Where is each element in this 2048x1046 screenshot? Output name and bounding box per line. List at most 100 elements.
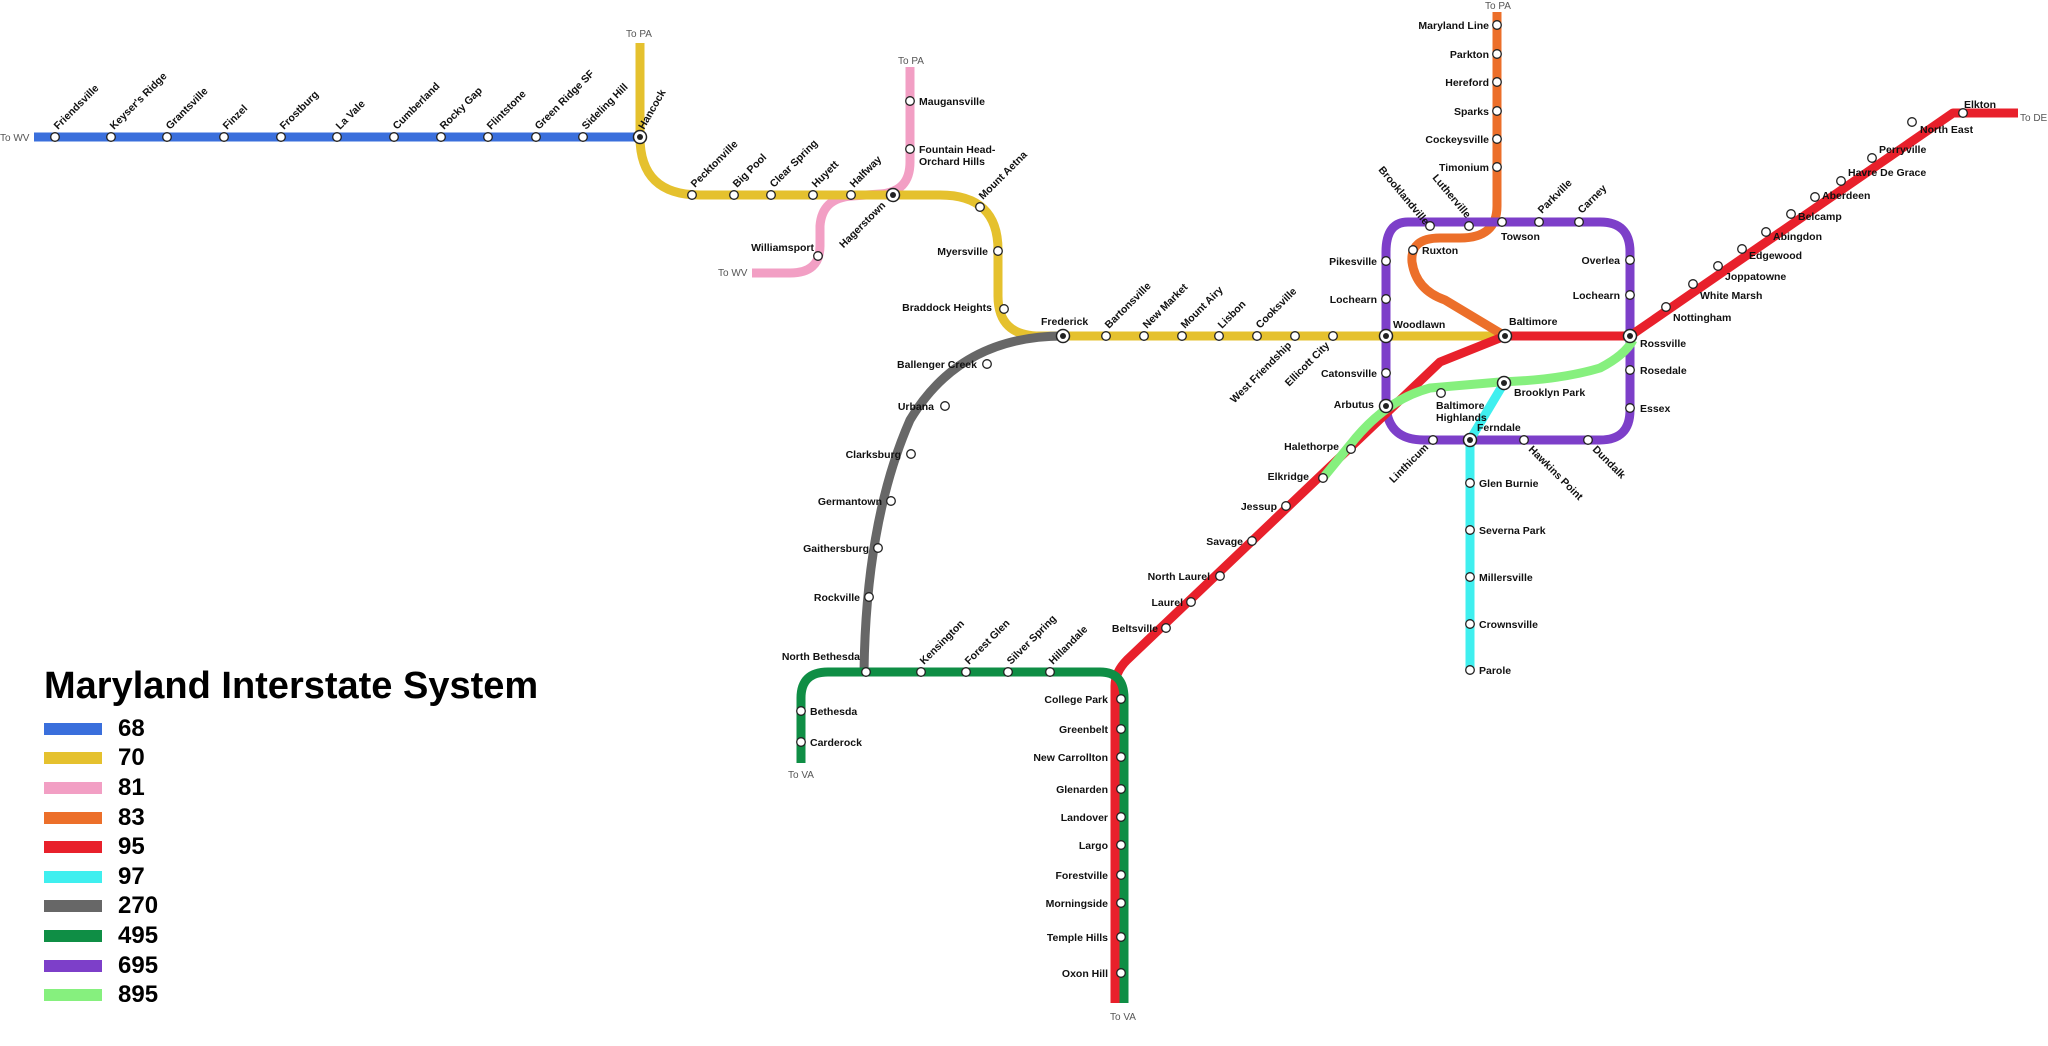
- station-marker[interactable]: [796, 737, 806, 747]
- station-marker[interactable]: [1465, 619, 1475, 629]
- station-marker[interactable]: [1464, 221, 1474, 231]
- station-marker[interactable]: [531, 132, 541, 142]
- station-marker[interactable]: [1177, 331, 1187, 341]
- station-marker[interactable]: [1436, 388, 1446, 398]
- station-marker[interactable]: [1215, 571, 1225, 581]
- station-marker[interactable]: [861, 667, 871, 677]
- station-marker[interactable]: [1318, 473, 1328, 483]
- station-marker[interactable]: [1101, 331, 1111, 341]
- station-marker[interactable]: [276, 132, 286, 142]
- interchange-arbutus[interactable]: [1378, 398, 1394, 414]
- station-marker[interactable]: [1492, 162, 1502, 172]
- station-marker[interactable]: [687, 190, 697, 200]
- station-marker[interactable]: [999, 304, 1009, 314]
- station-marker[interactable]: [1574, 217, 1584, 227]
- station-marker[interactable]: [1625, 403, 1635, 413]
- station-marker[interactable]: [578, 132, 588, 142]
- station-marker[interactable]: [1465, 525, 1475, 535]
- station-marker[interactable]: [1737, 244, 1747, 254]
- station-marker[interactable]: [50, 132, 60, 142]
- interchange-woodlawn[interactable]: [1378, 328, 1394, 344]
- interchange-baltimore[interactable]: [1497, 328, 1513, 344]
- station-marker[interactable]: [864, 592, 874, 602]
- station-marker[interactable]: [1492, 134, 1502, 144]
- station-marker[interactable]: [1328, 331, 1338, 341]
- station-marker[interactable]: [1465, 665, 1475, 675]
- station-marker[interactable]: [332, 132, 342, 142]
- station-marker[interactable]: [1116, 694, 1126, 704]
- station-marker[interactable]: [766, 190, 776, 200]
- station-marker[interactable]: [1688, 279, 1698, 289]
- station-marker[interactable]: [1381, 294, 1391, 304]
- station-marker[interactable]: [905, 96, 915, 106]
- station-marker[interactable]: [1116, 932, 1126, 942]
- station-marker[interactable]: [1116, 752, 1126, 762]
- station-marker[interactable]: [1381, 368, 1391, 378]
- station-marker[interactable]: [940, 401, 950, 411]
- station-marker[interactable]: [1116, 784, 1126, 794]
- station-marker[interactable]: [961, 667, 971, 677]
- station-marker[interactable]: [1492, 106, 1502, 116]
- station-marker[interactable]: [886, 496, 896, 506]
- station-marker[interactable]: [1408, 245, 1418, 255]
- station-marker[interactable]: [1116, 898, 1126, 908]
- station-marker[interactable]: [905, 144, 915, 154]
- station-marker[interactable]: [1761, 227, 1771, 237]
- station-marker[interactable]: [1003, 667, 1013, 677]
- interchange-frederick[interactable]: [1055, 328, 1071, 344]
- station-marker[interactable]: [162, 132, 172, 142]
- station-marker[interactable]: [1381, 256, 1391, 266]
- interchange-rossville[interactable]: [1622, 328, 1638, 344]
- station-marker[interactable]: [1116, 870, 1126, 880]
- station-marker[interactable]: [1836, 176, 1846, 186]
- interchange-hancock[interactable]: [632, 129, 648, 145]
- station-marker[interactable]: [1465, 572, 1475, 582]
- station-marker[interactable]: [1713, 261, 1723, 271]
- station-marker[interactable]: [846, 190, 856, 200]
- station-marker[interactable]: [1661, 302, 1671, 312]
- station-marker[interactable]: [1625, 255, 1635, 265]
- station-marker[interactable]: [1346, 444, 1356, 454]
- station-marker[interactable]: [1045, 667, 1055, 677]
- station-marker[interactable]: [1786, 209, 1796, 219]
- interchange-brooklyn-park[interactable]: [1496, 375, 1512, 391]
- station-marker[interactable]: [1867, 153, 1877, 163]
- station-marker[interactable]: [1907, 117, 1917, 127]
- interchange-hagerstown[interactable]: [885, 187, 901, 203]
- station-marker[interactable]: [993, 246, 1003, 256]
- station-marker[interactable]: [1116, 840, 1126, 850]
- station-marker[interactable]: [1116, 968, 1126, 978]
- station-marker[interactable]: [1492, 49, 1502, 59]
- station-marker[interactable]: [1465, 478, 1475, 488]
- station-marker[interactable]: [1534, 217, 1544, 227]
- station-marker[interactable]: [1186, 597, 1196, 607]
- station-marker[interactable]: [796, 706, 806, 716]
- station-marker[interactable]: [1583, 435, 1593, 445]
- station-marker[interactable]: [1247, 536, 1257, 546]
- station-marker[interactable]: [483, 132, 493, 142]
- station-marker[interactable]: [975, 202, 985, 212]
- station-marker[interactable]: [1116, 812, 1126, 822]
- station-marker[interactable]: [1425, 221, 1435, 231]
- station-marker[interactable]: [1252, 331, 1262, 341]
- station-marker[interactable]: [1428, 435, 1438, 445]
- station-marker[interactable]: [1492, 20, 1502, 30]
- station-marker[interactable]: [1810, 192, 1820, 202]
- station-marker[interactable]: [982, 359, 992, 369]
- station-marker[interactable]: [873, 543, 883, 553]
- station-marker[interactable]: [906, 449, 916, 459]
- station-marker[interactable]: [916, 667, 926, 677]
- station-marker[interactable]: [1625, 290, 1635, 300]
- station-marker[interactable]: [106, 132, 116, 142]
- station-marker[interactable]: [219, 132, 229, 142]
- station-marker[interactable]: [1492, 77, 1502, 87]
- station-marker[interactable]: [729, 190, 739, 200]
- station-marker[interactable]: [1958, 108, 1968, 118]
- station-marker[interactable]: [389, 132, 399, 142]
- station-marker[interactable]: [813, 251, 823, 261]
- interchange-ferndale[interactable]: [1462, 432, 1478, 448]
- station-marker[interactable]: [1161, 623, 1171, 633]
- station-marker[interactable]: [1214, 331, 1224, 341]
- station-marker[interactable]: [1625, 365, 1635, 375]
- station-marker[interactable]: [1497, 217, 1507, 227]
